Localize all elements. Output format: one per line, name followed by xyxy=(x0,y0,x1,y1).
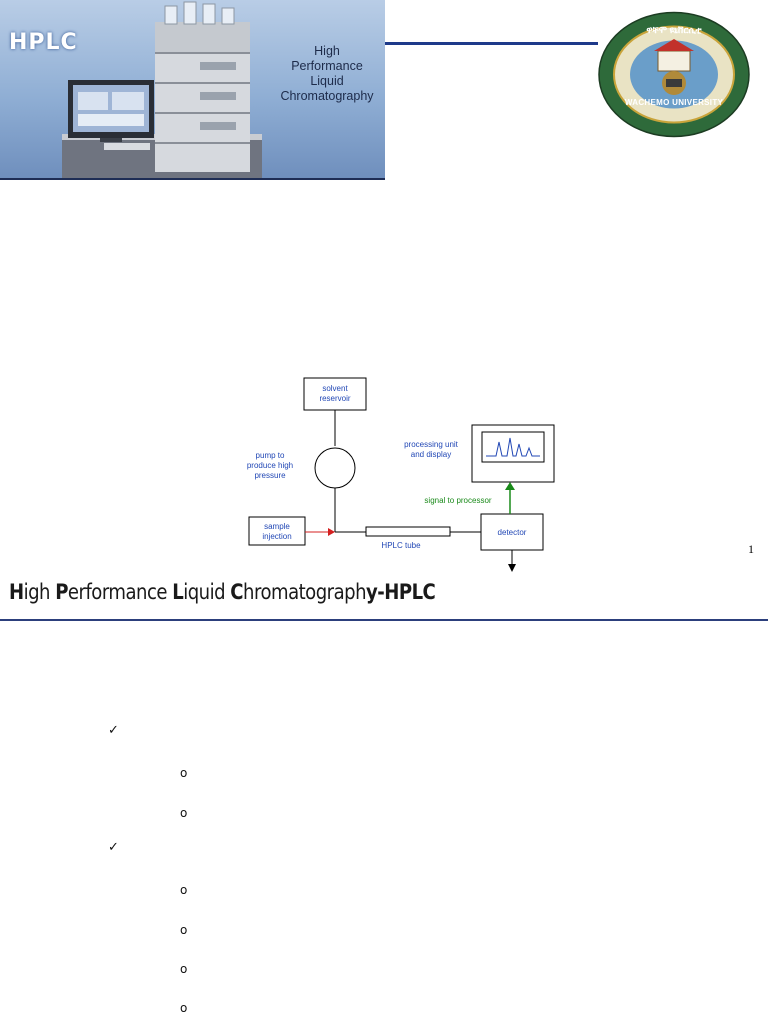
signal-label: signal to processor xyxy=(424,496,491,505)
pump-circle xyxy=(314,447,356,489)
banner-subtitle-line: High xyxy=(314,44,340,58)
banner-subtitle-line: Chromatography xyxy=(280,89,374,103)
hplc-tube-label: HPLC tube xyxy=(381,541,421,550)
sample-injection-box xyxy=(248,516,306,546)
display-screen xyxy=(481,431,545,463)
solvent-reservoir-label: solvent xyxy=(322,384,348,393)
circle-bullet-icon: o xyxy=(180,962,188,976)
banner-subtitle: High Performance Liquid Chromatography xyxy=(262,44,385,104)
sample-injection-label: sample xyxy=(264,522,290,531)
banner-hplc-label: HPLC xyxy=(9,30,78,55)
title-underline-rule xyxy=(0,619,768,621)
hplc-schematic-diagram: solvent reservoir pump to produce high p… xyxy=(247,377,555,572)
check-bullet-icon: ✓ xyxy=(108,723,119,738)
check-bullet-icon: ✓ xyxy=(108,840,119,855)
hplc-tube xyxy=(365,526,451,537)
circle-bullet-icon: o xyxy=(180,806,188,820)
header-rule xyxy=(385,42,598,45)
detector-label: detector xyxy=(498,528,527,537)
signal-arrow xyxy=(505,482,515,490)
slide2-title: High Performance Liquid Chromatography-H… xyxy=(9,580,436,604)
pump-label: pump to xyxy=(256,451,285,460)
banner-subtitle-line: Performance xyxy=(291,59,363,73)
detector-box xyxy=(480,513,544,551)
circle-bullet-icon: o xyxy=(180,923,188,937)
circle-bullet-icon: o xyxy=(180,883,188,897)
sample-injection-label: injection xyxy=(262,532,291,541)
banner-subtitle-line: Liquid xyxy=(310,74,344,88)
processing-unit-label: and display xyxy=(411,450,451,459)
waste-arrow xyxy=(508,564,516,572)
solvent-reservoir-box xyxy=(303,377,367,411)
wachemo-university-logo: ዋቸሞ ዩኒቨርሲቲ xyxy=(598,11,750,138)
injection-arrow xyxy=(328,528,335,536)
svg-text:ዋቸሞ ዩኒቨርሲቲ: ዋቸሞ ዩኒቨርሲቲ xyxy=(646,24,702,35)
processing-unit-label: processing unit xyxy=(404,440,459,449)
chromatogram-peaks xyxy=(486,437,540,457)
logo-lettering: WACHEMO UNIVERSITY xyxy=(624,98,724,107)
circle-bullet-icon: o xyxy=(180,1001,188,1015)
page-number: 1 xyxy=(748,542,754,556)
hplc-instrument-illustration xyxy=(62,1,262,178)
solvent-reservoir-label: reservoir xyxy=(319,394,350,403)
pump-label: pressure xyxy=(254,471,286,480)
pump-label: produce high xyxy=(247,461,293,470)
hplc-banner-image: HPLC High Performance Liquid Chromatogra… xyxy=(0,0,385,180)
circle-bullet-icon: o xyxy=(180,766,188,780)
